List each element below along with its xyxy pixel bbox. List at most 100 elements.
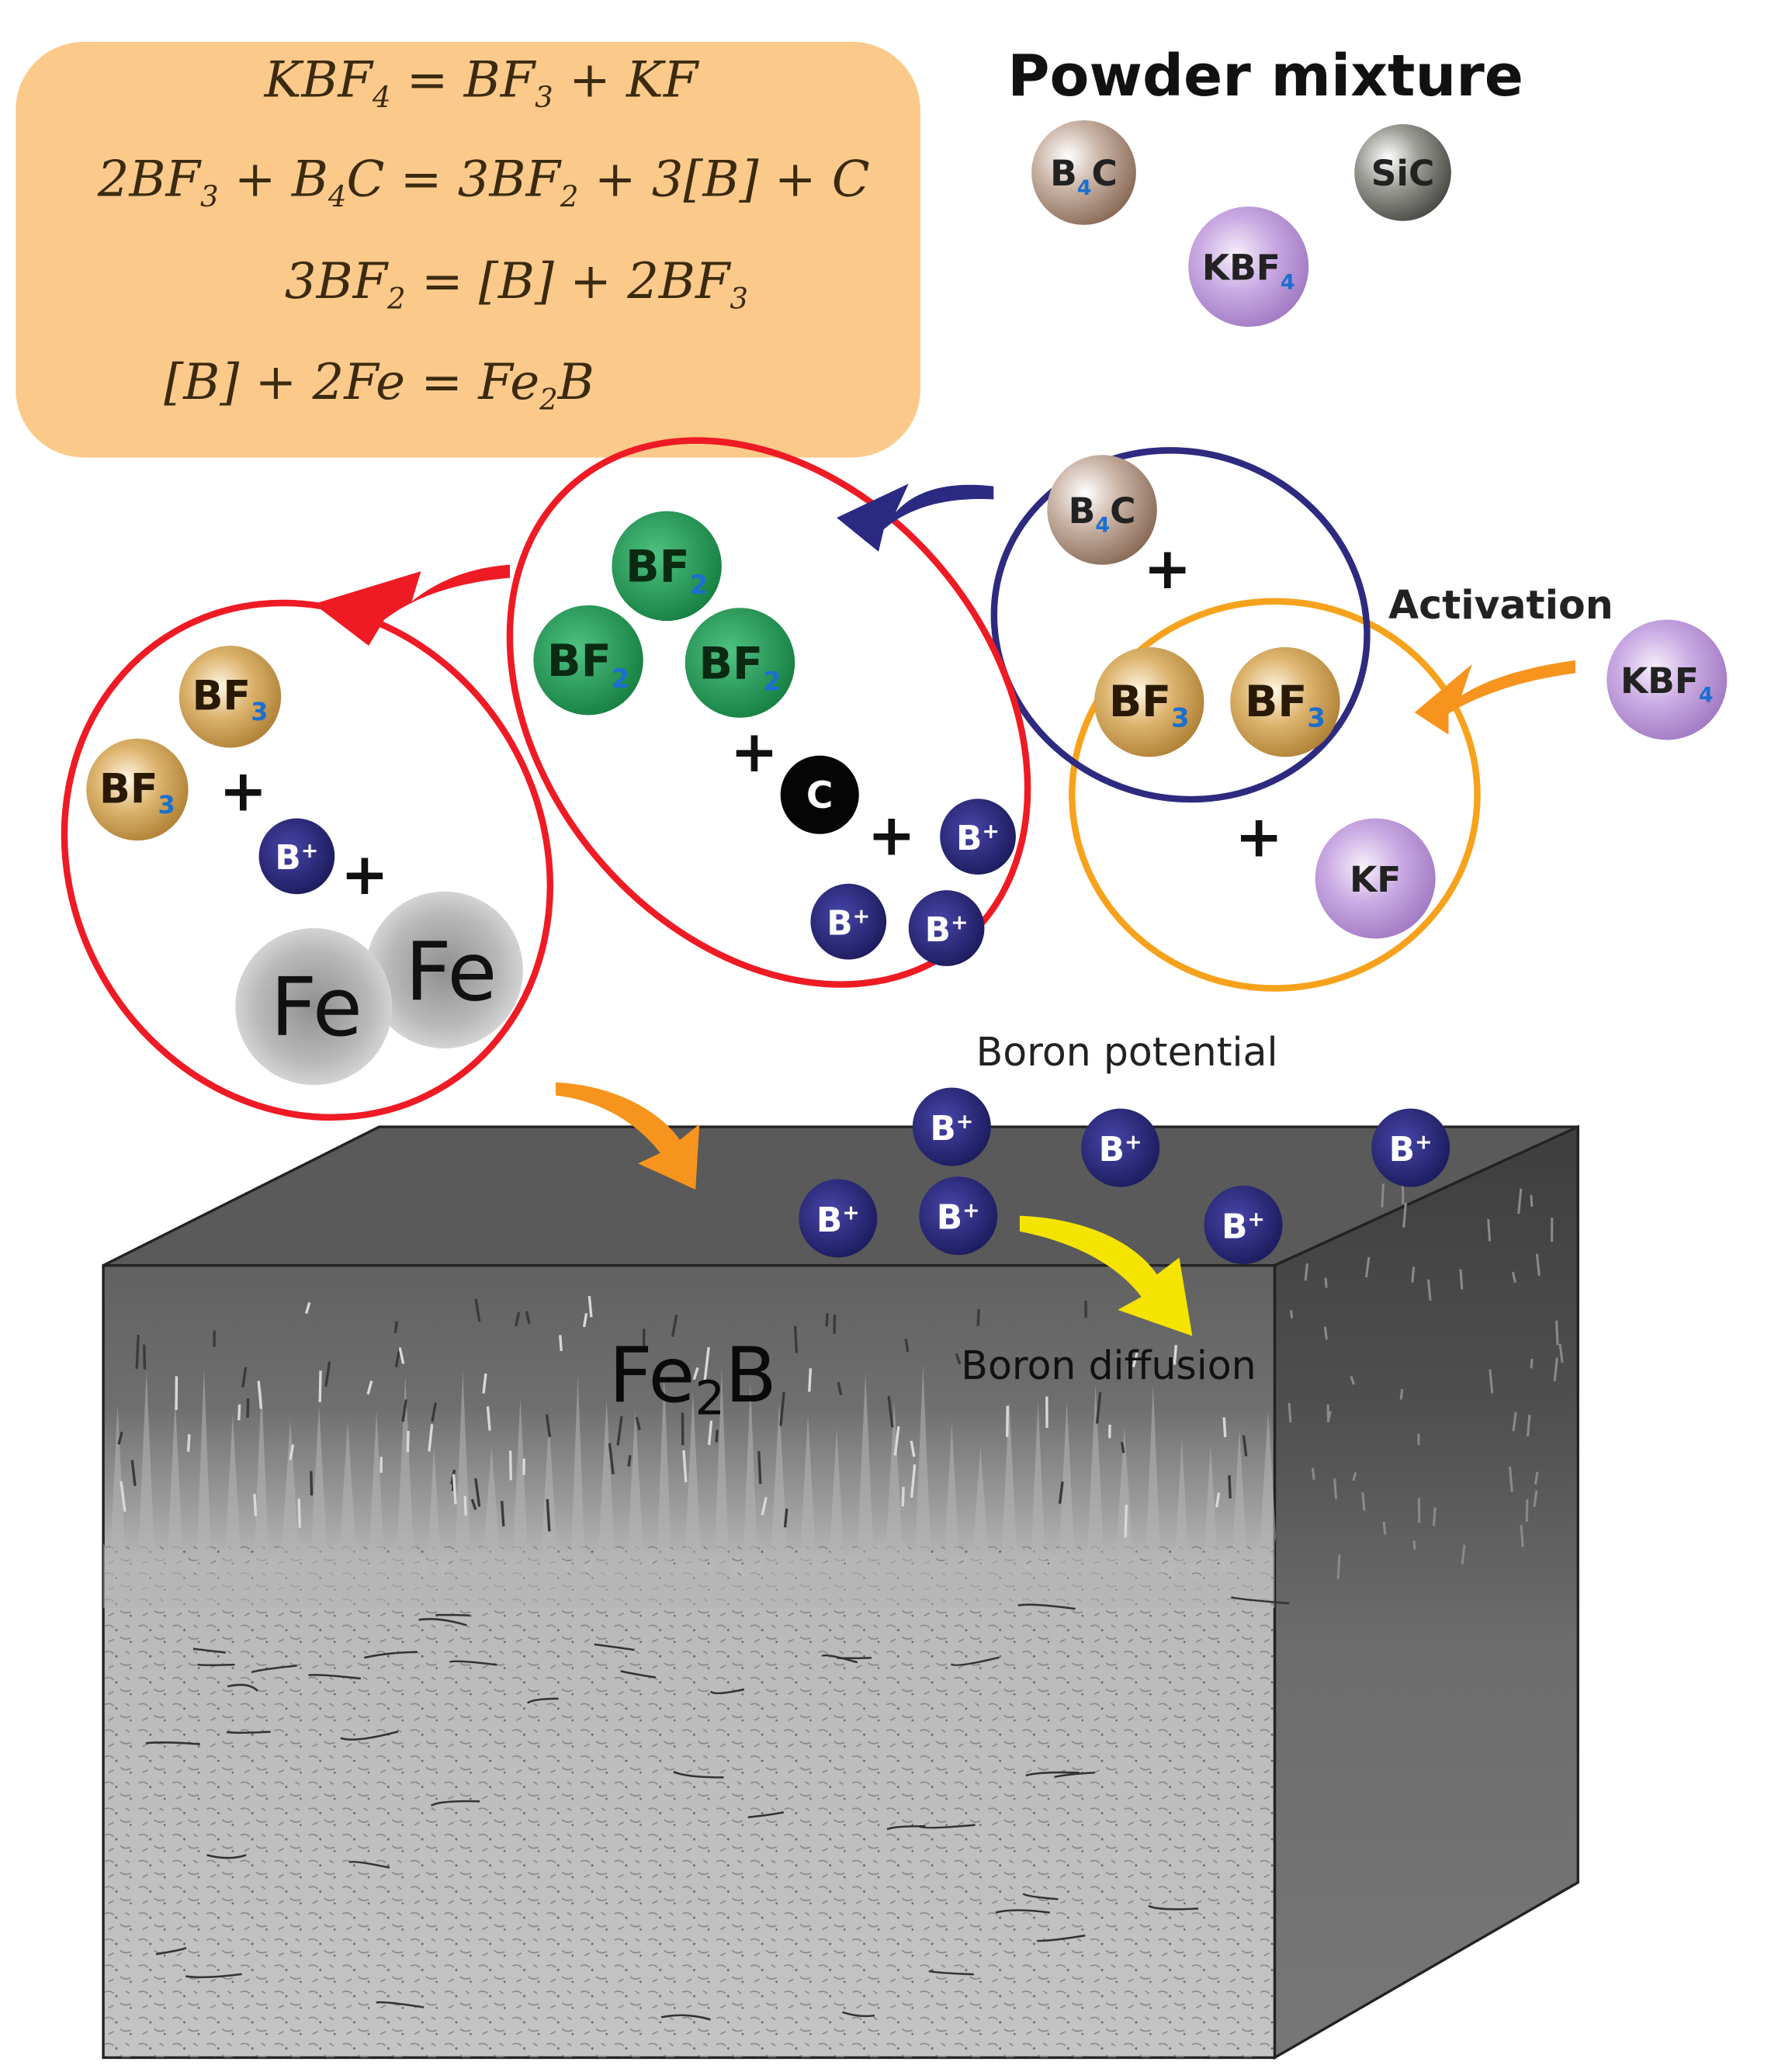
side-needle (1487, 1218, 1492, 1242)
boron-ion-label: B+ (827, 903, 870, 943)
grain-boundary (660, 2014, 711, 2021)
boron-diffusion-label: Boron diffusion (961, 1343, 1256, 1388)
boride-needle (793, 1325, 799, 1353)
bf2-label-right: BF2 (698, 637, 781, 696)
side-needle (1459, 1269, 1464, 1290)
boride-needle (671, 1315, 678, 1337)
bf2-particle-top: BF2 (612, 511, 722, 622)
b4c-particle: B4C (1031, 120, 1136, 225)
boron-ion-label: B+ (1099, 1130, 1142, 1169)
kbf4-label: KBF4 (1202, 247, 1295, 294)
boride-needle (117, 1431, 123, 1445)
side-needle (1333, 1478, 1337, 1499)
grain-boundary (709, 1688, 745, 1695)
boride-needle (715, 1429, 719, 1443)
kbf4-activator: KBF4 (1606, 619, 1728, 740)
boride-needle (976, 1308, 980, 1326)
boride-needle (474, 1478, 481, 1507)
boride-needle (904, 1339, 910, 1353)
left-red-ellipse (61, 599, 553, 1121)
side-needle (1530, 1359, 1534, 1369)
boride-needle (1222, 1417, 1227, 1438)
side-needle (1311, 1467, 1315, 1480)
side-needle (1508, 1466, 1513, 1492)
side-needle (1352, 1472, 1357, 1481)
boride-needle (452, 1474, 457, 1505)
boron-ion: B+ (1081, 1108, 1160, 1187)
boride-needle (1124, 1505, 1128, 1538)
boride-needle (616, 1415, 623, 1446)
plus-sign: + (1235, 803, 1283, 870)
plus-sign: + (730, 719, 778, 785)
grain-boundary (206, 1854, 247, 1859)
side-needle (1555, 1320, 1559, 1346)
grain-boundary (364, 1651, 418, 1659)
boride-needle (253, 1494, 258, 1516)
side-needle (1399, 1388, 1404, 1400)
boride-needle (692, 1367, 699, 1381)
bf3-particle-c: BF3 (178, 646, 282, 748)
grain-boundary (185, 1973, 242, 1979)
boron-ion: B+ (810, 883, 887, 960)
boride-needle (515, 1311, 521, 1327)
boron-ion: B+ (799, 1179, 878, 1258)
boride-needle (310, 1471, 314, 1496)
boron-ion-label: B+ (1222, 1207, 1265, 1246)
fe-atom-left: Fe (235, 928, 393, 1086)
bf3-label-c: BF3 (192, 674, 269, 726)
bf3-label-b: BF3 (1245, 677, 1326, 733)
boride-needle (559, 1335, 563, 1352)
boride-needle (304, 1301, 311, 1315)
carbon-label: C (806, 774, 834, 817)
boride-needle (474, 1298, 481, 1322)
boride-needle (394, 1348, 401, 1367)
side-needle (1382, 1521, 1387, 1535)
side-needle (1533, 1490, 1538, 1508)
boron-ion-label: B+ (937, 1197, 980, 1237)
boron-potential-label: Boron potential (976, 1029, 1278, 1075)
grain-boundary (1054, 1772, 1095, 1779)
boride-needle (428, 1424, 434, 1452)
red-transfer-arrow (314, 564, 510, 646)
fe-label-right: Fe (405, 925, 497, 1020)
fe-atom-right: Fe (366, 891, 523, 1049)
boride-needle (398, 1347, 405, 1364)
bf2-particle-right: BF2 (685, 608, 795, 718)
b4c-reactant: B4C (1047, 455, 1157, 565)
side-needle (1411, 1266, 1416, 1283)
boride-needle (297, 1499, 301, 1528)
side-needle (1558, 1343, 1564, 1363)
bf3-label-d: BF3 (99, 766, 175, 819)
grain-boundary (995, 1909, 1050, 1914)
grain-boundary (376, 2001, 425, 2008)
side-needle (1526, 1415, 1531, 1437)
grain-boundary (1037, 1934, 1086, 1942)
boride-needle (289, 1444, 295, 1460)
grain-boundary (526, 1697, 559, 1704)
side-needle (1535, 1253, 1541, 1277)
block-side-face (1273, 1124, 1579, 2060)
side-needle (1412, 1540, 1416, 1551)
boride-needle (1173, 1345, 1178, 1365)
grain-boundary (821, 1654, 858, 1664)
boride-needle (257, 1381, 263, 1409)
activation-orange-ellipse (1069, 598, 1481, 992)
kf-label: KF (1350, 859, 1401, 900)
grain-boundary (747, 1811, 785, 1818)
grain-boundary (145, 1741, 200, 1745)
boride-needle (779, 1391, 785, 1426)
yellow-diffusion-arrow (1019, 1215, 1193, 1336)
boride-needle (955, 1353, 962, 1365)
boride-needle (241, 1367, 248, 1388)
boron-ion-label: B+ (275, 838, 318, 878)
powder-mixture-title: Powder mixture (1007, 43, 1523, 109)
boride-needle (120, 1481, 127, 1512)
boride-needle (783, 1508, 788, 1528)
bf3-particle-a: BF3 (1093, 646, 1204, 757)
grain-boundary (435, 1613, 470, 1616)
boron-ion-label: B+ (956, 819, 1000, 858)
side-needle (1381, 1183, 1385, 1208)
side-needle (1350, 1376, 1355, 1385)
equation-3: 3BF2 = [B] + 2BF3 (285, 253, 748, 315)
grain-boundary (1148, 1904, 1199, 1911)
